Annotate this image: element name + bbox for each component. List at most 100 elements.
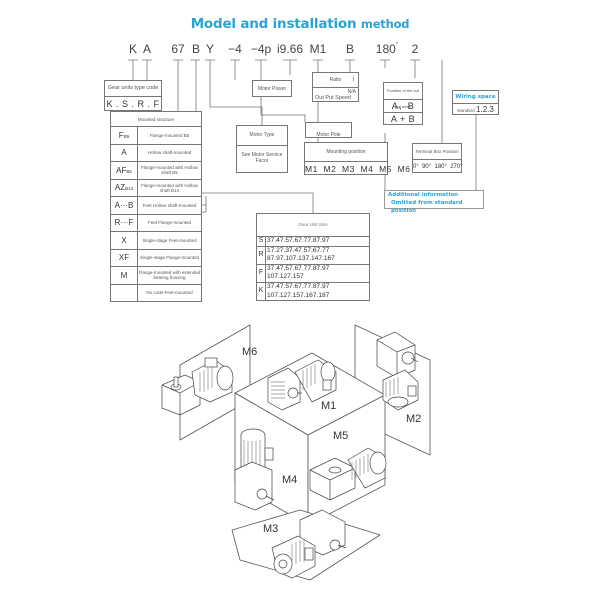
motor-power-label: Motor Power — [257, 86, 287, 92]
gear-type-box: Gear units type code K . S . R . F — [104, 80, 162, 111]
structure-code-sub: B5 — [123, 133, 130, 139]
code-shaft: B — [345, 42, 355, 56]
gear-sizes-line: 107.127.157.167.187 — [267, 291, 330, 299]
structure-code: A···B — [114, 200, 134, 210]
mounted-structure-desc: No code-Feet-mounted — [137, 283, 202, 302]
gear-unit-size-header: Gear Unit Size — [256, 213, 370, 237]
gear-type-label: Gear units type code — [107, 85, 159, 91]
code-y: Y — [205, 42, 215, 56]
additional-info-line2: Omitted from standard position — [391, 200, 463, 214]
code-gear-size: 67 — [171, 42, 185, 56]
gearmotor-m5 — [309, 447, 387, 501]
code-motor-pole: −4p — [250, 42, 272, 56]
speed-row: N/A Out Put Speed — [313, 87, 358, 102]
gearmotor-m2 — [376, 331, 419, 411]
ratio-label: Ratio — [329, 77, 342, 83]
degree-sign: ° — [395, 42, 399, 48]
code-terminal: 180° — [376, 42, 398, 56]
code-gear-type: K — [128, 42, 138, 56]
structure-code: F — [118, 130, 124, 140]
gear-sizes-line: 37.47.57.67.77.87.97 — [267, 264, 330, 272]
shaft-position-box: Position of the out put shaft A、B A + B — [383, 82, 423, 125]
gearmotor-m3 — [271, 509, 347, 579]
code-mounting: M1 — [309, 42, 327, 56]
code-b: B — [191, 42, 201, 56]
mounted-structure-header: Mounted structure — [110, 111, 202, 127]
structure-code: X — [121, 235, 127, 245]
motor-power-box: Motor Power — [252, 80, 292, 97]
position-label-m3: M3 — [263, 523, 279, 535]
gearmotor-m1 — [267, 359, 337, 411]
additional-info-line1: Additional information — [388, 192, 459, 198]
gearmotor-m4 — [234, 428, 275, 511]
position-label-m5: M5 — [333, 430, 349, 442]
shaft-position-label: Position of the out put shaft — [386, 88, 420, 109]
code-motor-power: −4 — [228, 42, 242, 56]
mounted-structure-desc: Flange-mounted with Hollow shaft B5 — [137, 161, 202, 180]
speed-label: Out Put Speed — [315, 95, 352, 101]
ratio-row: Ratio i — [313, 73, 358, 87]
position-label-m2: M2 — [406, 413, 422, 425]
motor-type-box: Motor Type See Motor Service Facor — [236, 125, 288, 173]
position-label-m4: M4 — [282, 474, 298, 486]
position-label-m6: M6 — [242, 346, 258, 358]
page-title: Model and installation method — [0, 16, 600, 32]
motor-type-label: Motor Type — [249, 132, 275, 138]
position-label-m1: M1 — [321, 400, 337, 412]
wiring-space-values: 1.2.3 — [476, 105, 494, 114]
structure-code: A — [121, 148, 127, 158]
code-wiring: 2 — [411, 42, 419, 56]
gear-sizes-line: 107.127.157 — [267, 273, 304, 281]
gear-type-value: K . S . R . F — [105, 96, 161, 110]
shaft-position-a-plus-b: A + B — [384, 112, 422, 124]
code-ratio: i9.66 — [276, 42, 304, 56]
code-mounted-structure: A — [142, 42, 152, 56]
gearmotor-m6 — [161, 357, 234, 416]
motor-type-desc: See Motor Service Facor — [237, 145, 287, 172]
gear-sizes-line: 87.97.107.137.147.167 — [267, 255, 335, 263]
structure-code: R···F — [114, 218, 134, 228]
mounted-structure-row: AFB5 Flange-mounted with Hollow shaft B5 — [110, 161, 202, 180]
motor-pole-label: Motor Pole — [316, 132, 341, 138]
title-main: Model and installation — [190, 16, 357, 32]
title-suffix: method — [360, 17, 410, 31]
structure-code: XF — [118, 253, 130, 263]
structure-code: M — [120, 270, 128, 280]
additional-info: Additional information Omitted from stan… — [384, 190, 484, 214]
terminal-box-values: 0° 90° 180° 270° — [413, 159, 463, 173]
wiring-space-prefix: standard — [457, 108, 475, 113]
terminal-box-label: Terminal Box Position — [415, 149, 459, 154]
mounted-structure-row: No code-Feet-mounted — [110, 283, 202, 302]
gear-sizes-line: 37.47.57.67.77.87.97 — [267, 282, 330, 290]
mounting-position-label: Mounting position — [326, 149, 366, 155]
ratio-box: Ratio i N/A Out Put Speed — [312, 72, 359, 102]
wiring-space-label: Wiring space — [455, 94, 496, 100]
structure-code-sub: B5 — [126, 168, 132, 174]
mounting-position-box: Mounting position M1 M2 M3 M4 M5 M6 — [304, 142, 410, 175]
structure-code: AZ — [114, 183, 126, 193]
ratio-symbol: i — [352, 76, 354, 83]
speed-symbol: N/A — [347, 89, 356, 95]
terminal-box: Terminal Box Position 0° 90° 180° 270° — [412, 143, 463, 173]
code-terminal-value: 180 — [375, 42, 396, 56]
structure-code: AF — [116, 165, 127, 175]
motor-pole-box: Motor Pole — [305, 122, 352, 138]
shaft-position-a-b: A、B — [384, 99, 422, 112]
structure-code-sub: B14 — [125, 186, 134, 192]
gear-sizes-line: 17.27.37.47.57.67.77 — [267, 246, 330, 254]
wiring-space-box: Wiring space standard 1.2.3 — [452, 90, 499, 115]
